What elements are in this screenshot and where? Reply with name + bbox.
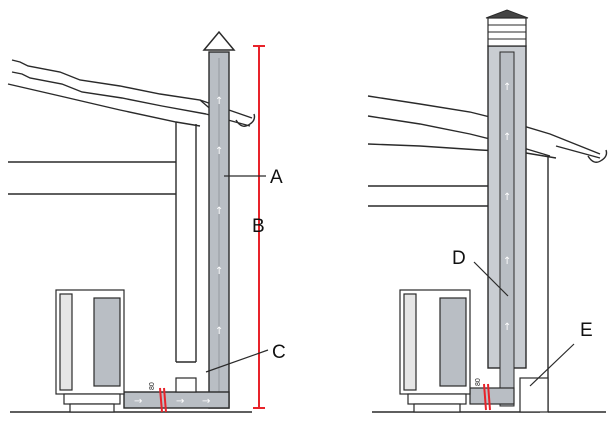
svg-text:↑: ↑: [215, 326, 223, 337]
left-connector-pipe: → → → 80: [123, 377, 230, 413]
svg-text:↑: ↑: [215, 146, 223, 157]
left-chimney-pipe: ↑ ↑ ↑ ↑ ↑: [202, 30, 236, 409]
svg-text:↑: ↑: [503, 256, 511, 267]
right-flow-arrows-up: ↑ ↑ ↑ ↑ ↑: [503, 82, 511, 333]
right-stove-icon: [399, 289, 471, 413]
label-e: E: [580, 320, 593, 341]
chimney-cowl-icon: [485, 9, 529, 47]
flow-arrows-up: ↑ ↑ ↑ ↑ ↑: [215, 96, 223, 337]
pipe-mark-left: 80: [149, 382, 156, 390]
right-base-block: [519, 377, 549, 413]
label-b: B: [252, 216, 265, 237]
left-installation: ↑ ↑ ↑ ↑ ↑ → → → 80: [7, 30, 269, 413]
label-a: A: [270, 167, 283, 188]
svg-text:↑: ↑: [215, 266, 223, 277]
svg-text:↑: ↑: [503, 192, 511, 203]
label-d: D: [452, 248, 466, 269]
right-installation: ↑ ↑ ↑ ↑ ↑ 80: [367, 9, 608, 413]
left-stove-icon: [55, 289, 125, 413]
right-connector-pipe: 80: [469, 378, 515, 411]
svg-text:→: →: [202, 396, 210, 407]
height-measure-b: [253, 45, 265, 409]
label-c: C: [272, 342, 286, 363]
right-leaders: [473, 261, 575, 387]
svg-text:↑: ↑: [503, 132, 511, 143]
right-roof: [367, 95, 608, 163]
svg-text:→: →: [176, 396, 184, 407]
svg-text:↑: ↑: [215, 96, 223, 107]
svg-text:↑: ↑: [503, 82, 511, 93]
left-leaders: [205, 175, 269, 373]
right-chimney-pipe: ↑ ↑ ↑ ↑ ↑: [485, 9, 529, 407]
chimney-cap-icon: [202, 30, 236, 51]
svg-text:→: →: [134, 396, 142, 407]
svg-text:↑: ↑: [215, 206, 223, 217]
left-walls: [8, 122, 252, 413]
svg-text:↑: ↑: [503, 322, 511, 333]
pipe-mark-right: 80: [475, 378, 482, 386]
